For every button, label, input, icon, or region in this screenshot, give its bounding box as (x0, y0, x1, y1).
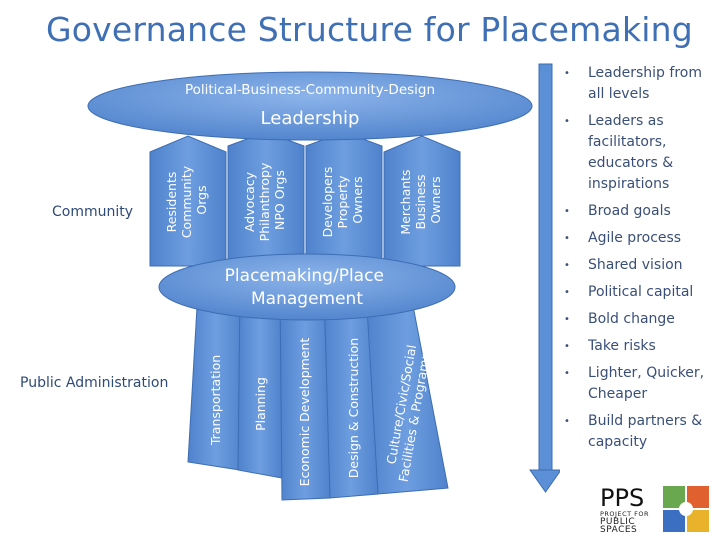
principle-item: Shared vision (558, 255, 718, 276)
governance-diagram: Political-Business-Community-Design Lead… (87, 63, 560, 501)
developers-line-2: Property (335, 175, 350, 228)
advocacy-line-1: Advocacy (242, 171, 257, 232)
community-column-residents (149, 135, 227, 267)
logo-subtitle: PROJECT FOR PUBLIC SPACES (600, 510, 660, 535)
community-label: Community (52, 204, 134, 220)
residents-line-1: Residents (164, 172, 179, 233)
middle-oval-text: Placemaking/Place Management (225, 266, 390, 309)
advocacy-line-2: Philanthropy (257, 162, 272, 241)
principle-item: Agile process (558, 228, 718, 249)
principle-item: Lighter, Quicker, Cheaper (558, 363, 718, 405)
principle-item: Political capital (558, 282, 718, 303)
leadership-label: Leadership (261, 108, 360, 129)
logo-name: PPS (600, 484, 645, 512)
principle-item: Leadership from all levels (558, 63, 718, 105)
merchants-line-1: Merchants (398, 169, 413, 234)
admin-columns (187, 289, 449, 501)
residents-line-2: Community (179, 165, 194, 238)
community-column-label: Residents Community Orgs (164, 162, 209, 238)
merchants-line-2: Business (413, 174, 428, 229)
community-column-label: Merchants Business Owners (398, 165, 443, 234)
economic-development-label: Economic Development (297, 338, 312, 487)
admin-column-label: Economic Development (297, 338, 312, 487)
logo-line-3: SPACES (600, 525, 638, 535)
logo-mark-icon (663, 486, 709, 532)
admin-column-label: Transportation (208, 355, 223, 446)
page-title: Governance Structure for Placemaking (46, 10, 693, 49)
principle-item: Bold change (558, 309, 718, 330)
community-columns (149, 131, 461, 269)
middle-oval-line-2: Management (251, 289, 363, 309)
transportation-label: Transportation (208, 355, 223, 446)
developers-line-3: Owners (350, 176, 365, 223)
middle-oval-line-1: Placemaking/Place (225, 266, 384, 286)
top-oval-label: Political-Business-Community-Design (185, 82, 435, 98)
merchants-line-3: Owners (428, 176, 443, 223)
logo-line-1: PROJECT FOR (600, 510, 650, 518)
principles-list: Leadership from all levels Leaders as fa… (558, 63, 718, 459)
community-column-label: Advocacy Philanthropy NPO Orgs (242, 159, 287, 242)
community-column-label: Developers Property Owners (320, 163, 365, 238)
down-arrow-icon (529, 63, 560, 493)
placemaking-oval (158, 253, 456, 321)
principle-item: Take risks (558, 336, 718, 357)
principle-item: Leaders as facilitators, educators & ins… (558, 111, 718, 195)
advocacy-line-3: NPO Orgs (272, 170, 287, 230)
principle-item: Build partners & capacity (558, 411, 718, 453)
admin-column-label: Design & Construction (346, 338, 361, 478)
principle-item: Broad goals (558, 201, 718, 222)
developers-line-1: Developers (320, 167, 335, 238)
residents-line-3: Orgs (194, 185, 209, 214)
planning-label: Planning (253, 377, 268, 431)
community-column-merchants (383, 135, 461, 267)
design-construction-label: Design & Construction (346, 338, 361, 478)
admin-column-label: Planning (253, 377, 268, 431)
public-administration-label: Public Administration (20, 375, 169, 391)
logo-line-2: PUBLIC (600, 517, 636, 527)
leadership-oval (87, 71, 533, 141)
